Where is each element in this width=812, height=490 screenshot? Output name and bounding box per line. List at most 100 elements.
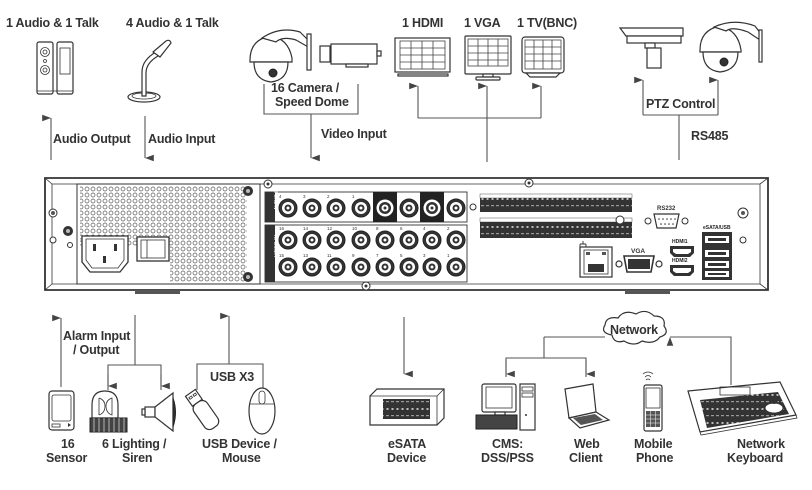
bnc-channel-label: 7: [376, 253, 379, 258]
audio-in-bnc[interactable]: 3: [302, 194, 322, 218]
esata-usb-label: eSATA/USB: [703, 225, 731, 231]
label-web-line2: Client: [569, 451, 604, 465]
speaker-icon: [36, 41, 74, 95]
alarm-output-bracket: [107, 364, 162, 390]
hdmi-port-2[interactable]: HDMI2: [670, 258, 694, 276]
label-cms-line2: DSS/PSS: [481, 451, 534, 465]
label-ptz-control: PTZ Control: [646, 97, 715, 111]
hdmi-monitor-icon: [394, 37, 451, 77]
label-mobile-line2: Phone: [636, 451, 673, 465]
bnc-channel-label: 1: [352, 194, 355, 199]
label-audio-input-device: 4 Audio & 1 Talk: [126, 16, 219, 30]
bnc-channel-label: 2: [447, 226, 450, 231]
video-output-bnc[interactable]: [422, 198, 442, 218]
vga-port-label: VGA: [631, 248, 645, 255]
video-in-bnc[interactable]: 11: [326, 253, 346, 277]
audio-in-label: AUDIO IN: [274, 187, 280, 210]
audio-in-bnc[interactable]: 1: [351, 194, 371, 218]
video-in-label: VIDEO IN: [274, 235, 280, 257]
video-in-bnc[interactable]: 14: [302, 226, 322, 250]
label-camera-line2: Speed Dome: [275, 95, 349, 109]
label-web-line1: Web: [574, 437, 600, 451]
mobile-phone-icon: [642, 371, 663, 432]
bnc-channel-label: 9: [352, 253, 355, 258]
label-sensor-line1: 16: [61, 437, 75, 451]
bnc-channel-label: 12: [327, 226, 333, 231]
vga-monitor-icon: [464, 35, 512, 81]
usb-stick-icon: [184, 388, 220, 431]
label-tv: 1 TV(BNC): [517, 16, 577, 30]
esata-device-icon: [369, 388, 445, 426]
bnc-channel-label: 3: [423, 253, 426, 258]
siren-icon: [141, 391, 176, 433]
label-hdmi: 1 HDMI: [402, 16, 443, 30]
audio-in-bnc[interactable]: 4: [278, 194, 298, 218]
label-usb-line1: USB Device /: [202, 437, 277, 451]
bnc-channel-label: 8: [376, 226, 379, 231]
label-audio-output: Audio Output: [53, 132, 131, 146]
laptop-icon: [564, 383, 611, 429]
video-in-bnc[interactable]: 4: [422, 226, 442, 250]
label-esata-line2: Device: [387, 451, 426, 465]
ptz-speed-dome-icon: [699, 21, 763, 73]
bnc-channel-label: 16: [279, 226, 285, 231]
hdmi1-label: HDMI1: [672, 239, 688, 245]
video-in-bnc[interactable]: 3: [422, 253, 442, 277]
bnc-channel-label: 11: [327, 253, 332, 258]
bnc-channel-label: 3: [303, 194, 306, 199]
monitor-connector-lines: [409, 82, 542, 162]
bnc-channel-label: 1: [447, 253, 450, 258]
label-keyboard-line1: Network: [737, 437, 785, 451]
video-in-bnc[interactable]: 10: [351, 226, 371, 250]
label-usb-line2: Mouse: [222, 451, 261, 465]
label-audio-input: Audio Input: [148, 132, 216, 146]
video-in-bnc[interactable]: 16: [278, 226, 298, 250]
box-camera-icon: [319, 43, 382, 68]
network-cloud: Network: [602, 310, 667, 345]
network-bracket: [505, 357, 587, 377]
speed-dome-icon: [249, 29, 312, 83]
video-in-bnc[interactable]: 1: [446, 253, 466, 277]
bnc-channel-label: 4: [423, 226, 426, 231]
label-alarm-line1: Alarm Input: [63, 329, 131, 343]
tv-monitor-icon: [521, 36, 565, 78]
warning-light-icon: [89, 390, 128, 433]
video-in-bnc[interactable]: 13: [302, 253, 322, 277]
mouse-icon: [248, 387, 276, 435]
rs232-port[interactable]: RS232: [644, 206, 689, 229]
video-in-bnc[interactable]: 6: [399, 226, 419, 250]
esata-usb-ports[interactable]: eSATA/USB: [702, 225, 732, 280]
video-in-bnc[interactable]: 15: [278, 253, 298, 277]
vga-port[interactable]: VGA: [615, 248, 663, 273]
label-vga: 1 VGA: [464, 16, 501, 30]
hdmi-port-1[interactable]: HDMI1: [670, 239, 694, 257]
power-switch[interactable]: [136, 236, 170, 262]
label-video-input: Video Input: [321, 127, 388, 141]
lan-port[interactable]: [579, 241, 613, 278]
pc-icon: [475, 383, 536, 431]
alarm-terminal-blocks[interactable]: [479, 193, 633, 238]
network-keyboard-icon: [687, 381, 798, 436]
power-supply-area: [76, 183, 261, 285]
sensor-icon: [48, 390, 75, 431]
video-in-bnc[interactable]: 8: [375, 226, 395, 250]
video-output-bnc[interactable]: [375, 198, 395, 218]
video-in-bnc[interactable]: 12: [326, 226, 346, 250]
label-audio-output-device: 1 Audio & 1 Talk: [6, 16, 99, 30]
microphone-icon: [127, 39, 172, 103]
keyboard-network-arrow: [666, 336, 732, 385]
usb-bracket: [196, 363, 264, 390]
power-socket[interactable]: [81, 235, 129, 273]
audio-in-bnc[interactable]: 2: [326, 194, 346, 218]
video-in-bnc[interactable]: 7: [375, 253, 395, 277]
label-usb-x3: USB X3: [210, 370, 254, 384]
video-in-bnc[interactable]: 9: [351, 253, 371, 277]
video-in-bnc[interactable]: 5: [399, 253, 419, 277]
video-in-bnc[interactable]: 2: [446, 226, 466, 250]
video-output-bnc[interactable]: [399, 198, 419, 218]
rs232-label: RS232: [657, 206, 676, 212]
video-output-bnc[interactable]: [446, 198, 466, 218]
